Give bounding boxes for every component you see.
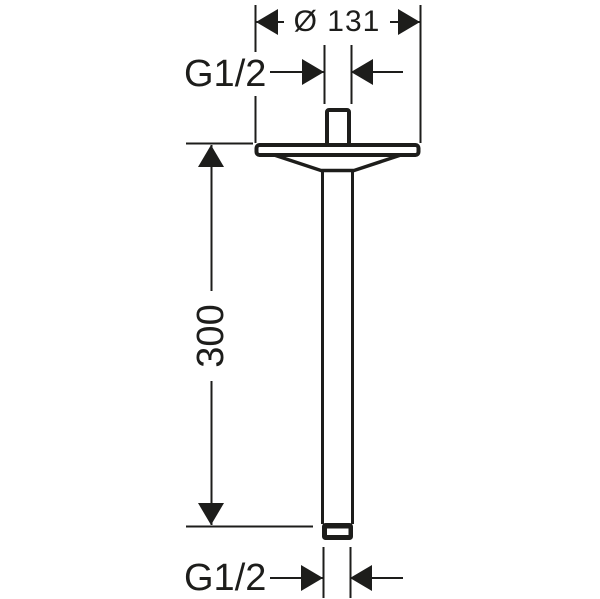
connector-nut-slot: [327, 528, 349, 535]
dim-top-diameter: [254, 5, 422, 143]
label-top-diameter: Ø 131: [284, 5, 390, 39]
arrowhead-right: [351, 59, 373, 85]
thread-stub: [325, 108, 351, 148]
label-bottom-thread: G1/2: [184, 556, 267, 599]
dim-top-thread: [270, 45, 403, 104]
arrowhead-left: [301, 565, 323, 591]
arrowhead-left: [302, 59, 324, 85]
arrowhead-left: [256, 9, 278, 35]
flange-plate: [254, 143, 421, 157]
shower-arm: [254, 108, 421, 540]
label-top-thread: G1/2: [184, 52, 267, 96]
arrowhead-right: [398, 9, 420, 35]
arrowhead-top: [198, 145, 224, 167]
label-length: 300: [190, 291, 232, 381]
dim-bottom-thread: [270, 547, 403, 598]
arrowhead-right: [350, 565, 372, 591]
arrowhead-bottom: [198, 503, 224, 525]
